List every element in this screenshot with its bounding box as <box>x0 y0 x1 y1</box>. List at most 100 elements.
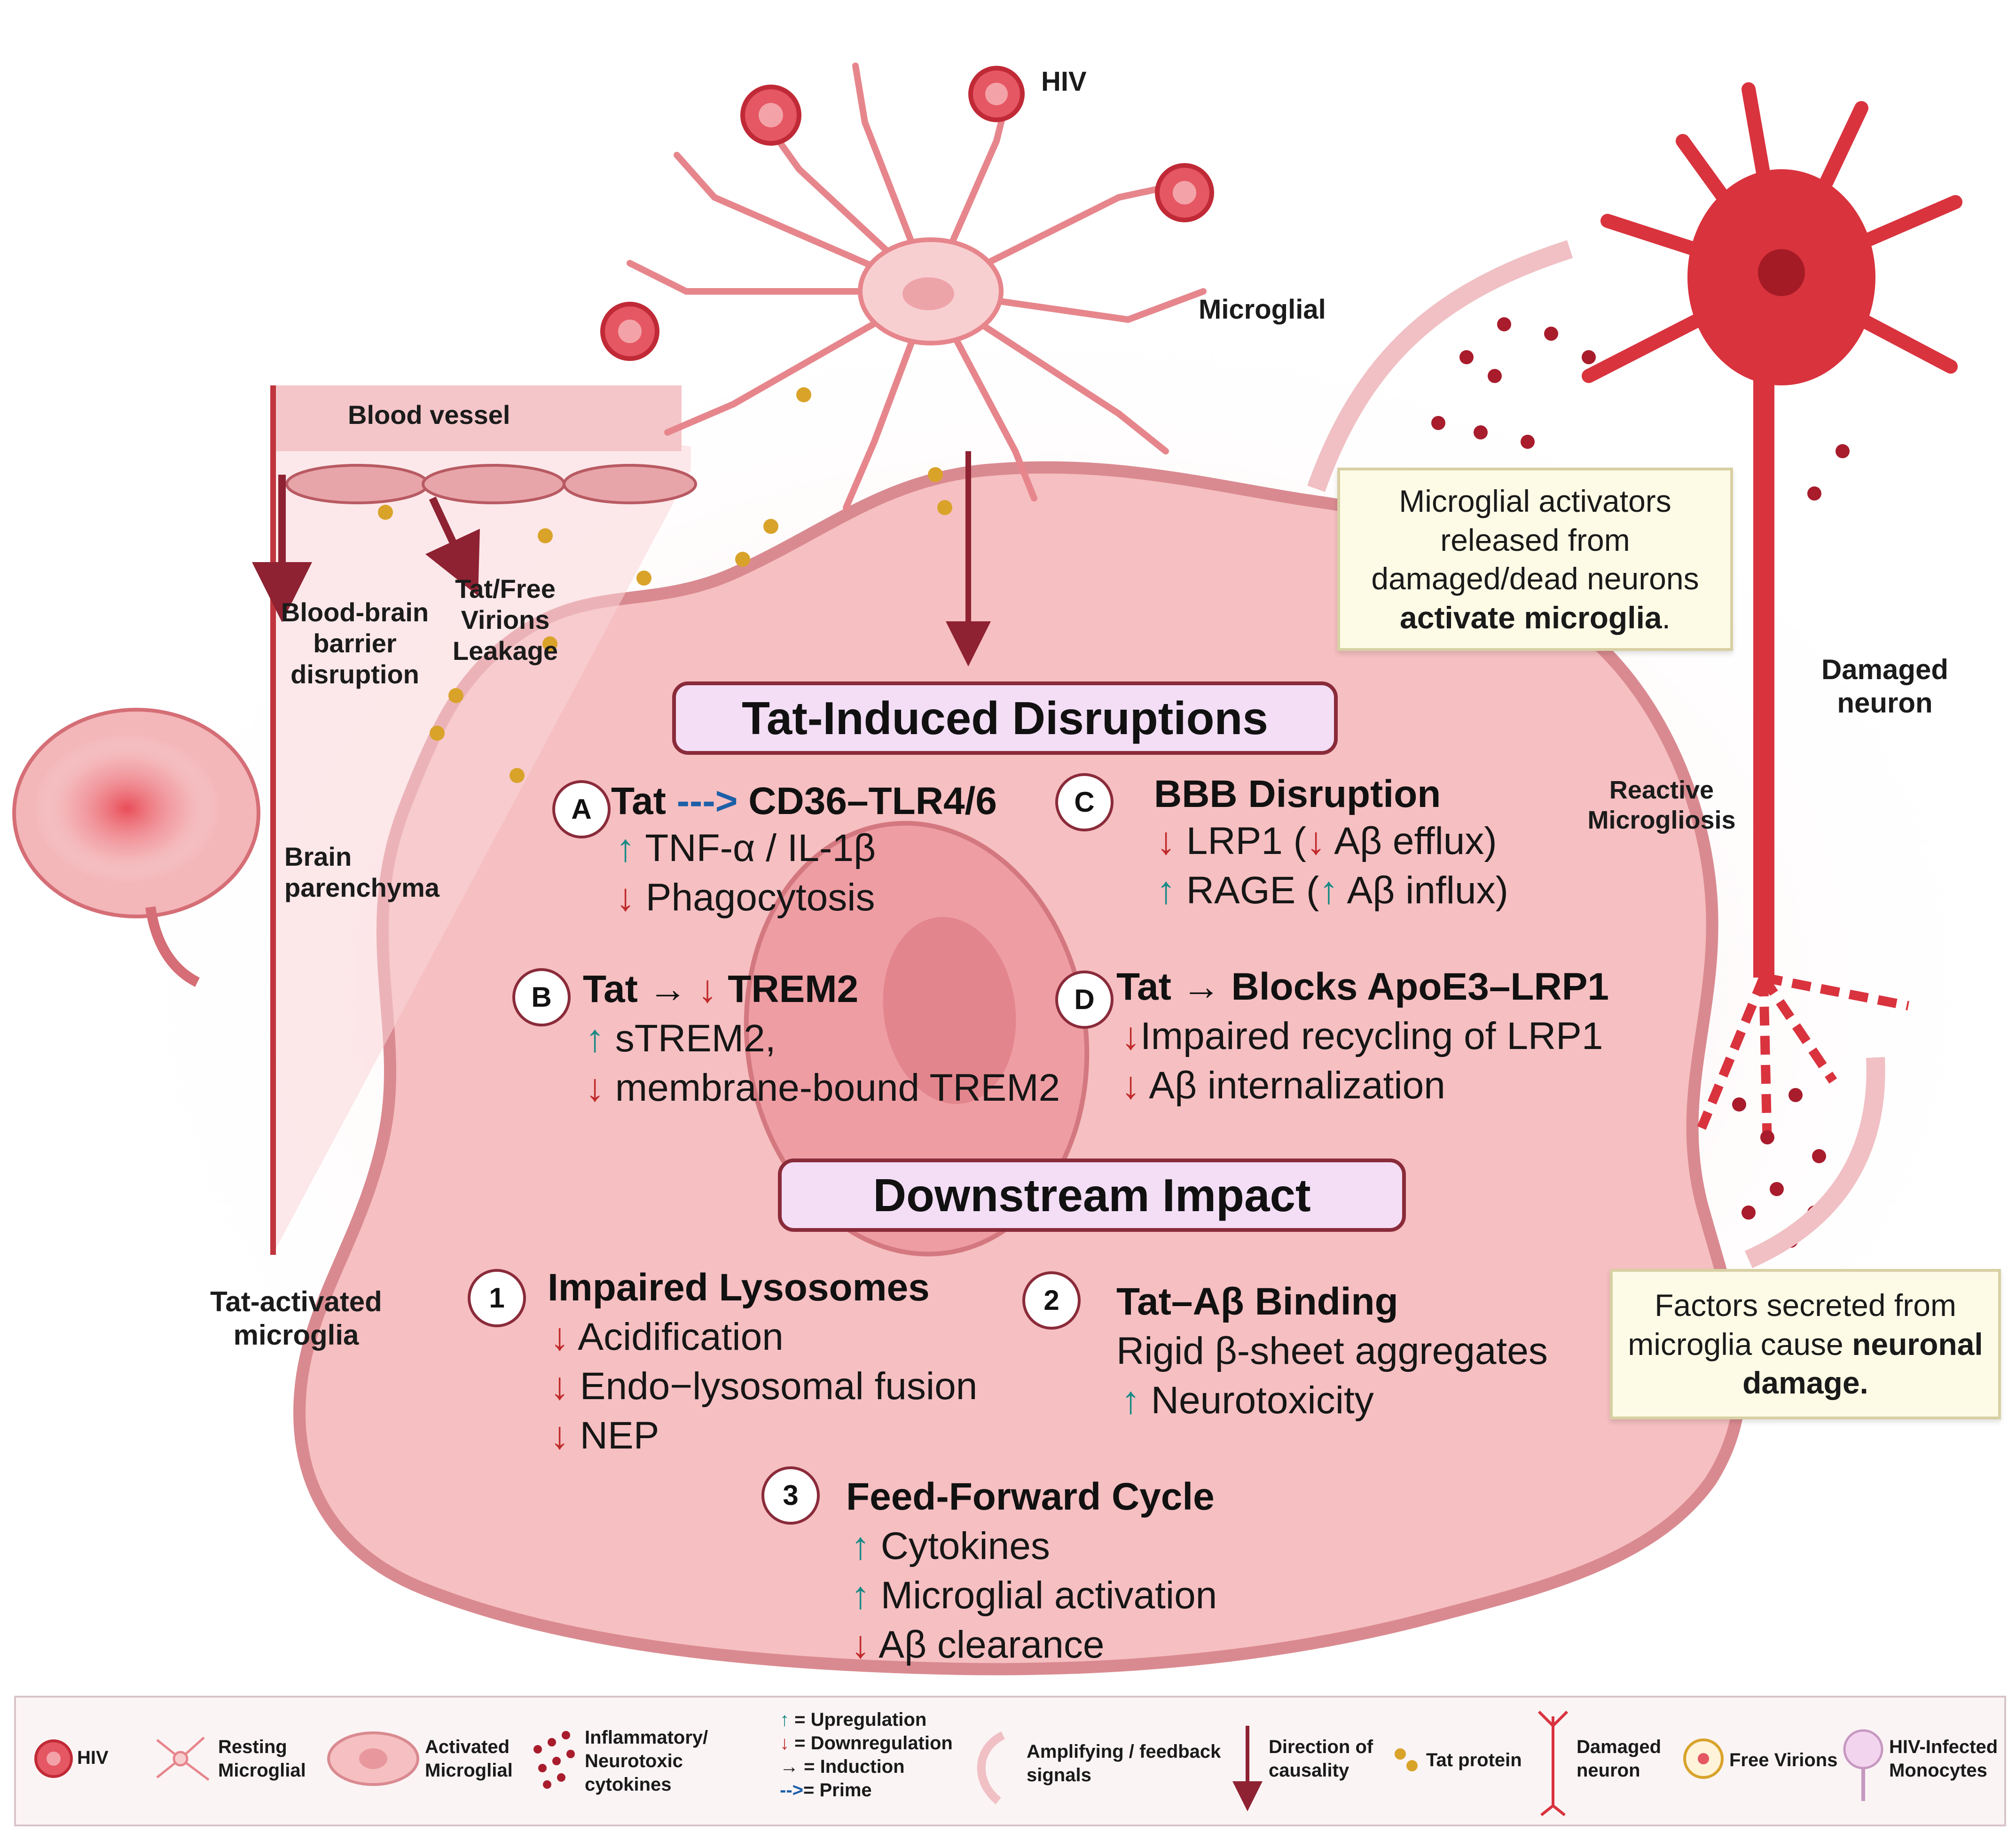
infected-monocyte-icon <box>1843 1729 1883 1801</box>
legend: HIV Resting Microglial Activated Microgl… <box>14 1696 2006 1826</box>
legend-activated: Activated Microglial <box>425 1737 513 1781</box>
c-line-2-b: Aβ influx) <box>1338 869 1508 912</box>
up-arrow-icon: ↑ <box>1121 1379 1140 1422</box>
legend-prime-text: = Prime <box>803 1780 872 1801</box>
two-line-2-text: Neurotoxicity <box>1140 1379 1374 1422</box>
activators-note-text: Microglial activators released from dama… <box>1371 484 1699 596</box>
up-arrow-icon: ↑ <box>1156 869 1176 912</box>
tat-protein-icon <box>1395 1748 1418 1771</box>
b-heading: Tat → ↓ TREM2 <box>583 968 858 1010</box>
three-heading: Feed-Forward Cycle <box>846 1475 1215 1518</box>
feedback-arrow-top <box>1307 240 1573 492</box>
prime-arrow-glyph: ---> <box>676 780 738 822</box>
brain-inflammation <box>33 733 221 884</box>
three-line-2-text: Microglial activation <box>870 1574 1217 1617</box>
three-line-1: ↑ Cytokines <box>851 1525 1050 1567</box>
down-arrow-icon: ↓ <box>550 1414 569 1457</box>
up-arrow-icon: ↑ <box>780 1709 789 1730</box>
one-line-2-text: Endo−lysosomal fusion <box>569 1365 978 1408</box>
legend-tat: Tat protein <box>1426 1750 1522 1770</box>
b-heading-pre: Tat → <box>583 968 698 1010</box>
c-line-1-a: LRP1 ( <box>1176 820 1306 862</box>
c-line-2: ↑ RAGE (↑ Aβ influx) <box>1156 869 1508 912</box>
resting-microglia-icon <box>156 1737 210 1781</box>
tat-protein-dots <box>378 387 952 783</box>
hiv-label: HIV <box>1041 66 1087 97</box>
damaged-neuron-label: Damaged neuron <box>1821 654 1949 719</box>
badge-b: B <box>512 968 571 1026</box>
down-arrow-icon: ↓ <box>616 876 635 919</box>
endothelial-cell <box>563 464 697 504</box>
free-virion-icon <box>1683 1738 1724 1779</box>
a-heading: Tat ---> CD36–TLR4/6 <box>611 780 997 822</box>
legend-hiv: HIV <box>77 1747 109 1768</box>
legend-damaged: Damaged neuron <box>1577 1737 1662 1781</box>
legend-amplifying: Amplifying / feedback signals <box>1027 1741 1221 1785</box>
legend-prime: -->= Prime <box>780 1778 872 1802</box>
legend-induction: → = Induction <box>780 1755 905 1778</box>
legend-cytokines: Inflammatory/ Neurotoxic cytokines <box>585 1727 708 1795</box>
a-line-2-text: Phagocytosis <box>635 876 875 919</box>
blood-vessel-label: Blood vessel <box>348 400 510 430</box>
a-line-1-text: TNF-α / IL-1β <box>635 827 876 869</box>
damaged-neuron <box>1582 82 1962 1147</box>
factors-note-bold: neuronal damage. <box>1742 1326 1983 1401</box>
down-arrow-icon: ↓ <box>1121 1015 1140 1057</box>
endothelial-cell <box>422 464 565 504</box>
legend-up: ↑ = Upregulation <box>780 1708 926 1731</box>
down-arrow-icon: ↓ <box>585 1066 604 1109</box>
a-line-1: ↑ TNF-α / IL-1β <box>616 827 876 869</box>
hiv-virion <box>600 302 659 361</box>
leakage-label: Tat/Free Virions Leakage <box>452 574 558 666</box>
feedback-arrow-bottom <box>1744 1057 1885 1268</box>
c-line-1-b: Aβ efflux) <box>1326 820 1497 862</box>
activators-note-bold: activate microglia <box>1400 600 1662 635</box>
one-line-2: ↓ Endo−lysosomal fusion <box>550 1365 977 1408</box>
legend-causality: Direction of causality <box>1269 1737 1373 1781</box>
badge-c: C <box>1055 773 1114 831</box>
one-heading: Impaired Lysosomes <box>548 1266 930 1309</box>
badge-1: 1 <box>468 1269 526 1327</box>
down-arrow-icon: ↓ <box>550 1315 569 1358</box>
legend-virions: Free Virions <box>1729 1750 1838 1770</box>
brain-parenchyma-label: Brain parenchyma <box>284 842 439 903</box>
three-line-1-text: Cytokines <box>870 1525 1050 1567</box>
badge-3: 3 <box>761 1466 820 1525</box>
hiv-virion <box>1155 163 1214 222</box>
two-heading: Tat–Aβ Binding <box>1116 1280 1398 1323</box>
a-heading-pre: Tat <box>611 780 677 822</box>
badge-2: 2 <box>1022 1271 1081 1330</box>
down-arrow-icon: ↓ <box>1121 1064 1140 1107</box>
resting-microglia-nucleus <box>902 277 954 310</box>
legend-down-text: = Downregulation <box>794 1733 953 1754</box>
blood-vessel-band <box>273 385 682 451</box>
up-arrow-icon: ↑ <box>585 1017 604 1060</box>
downstream-impact-title: Downstream Impact <box>778 1159 1406 1232</box>
down-arrow-icon: ↓ <box>1156 820 1176 862</box>
factors-note: Factors secreted from microglia cause ne… <box>1610 1269 2001 1419</box>
two-line-1: Rigid β-sheet aggregates <box>1116 1330 1548 1372</box>
down-arrow-icon: ↓ <box>550 1365 569 1408</box>
d-line-1-text: Impaired recycling of LRP1 <box>1140 1015 1603 1057</box>
activated-microglia-icon <box>327 1731 419 1786</box>
d-line-2-text: Aβ internalization <box>1140 1064 1445 1107</box>
prime-arrow-icon: --> <box>780 1780 803 1801</box>
up-arrow-icon: ↑ <box>616 827 635 869</box>
up-arrow-icon: ↑ <box>1319 869 1339 912</box>
b-line-1: ↑ sTREM2, <box>585 1017 776 1060</box>
badge-d: D <box>1055 971 1114 1029</box>
cytokine-icon <box>533 1731 575 1789</box>
three-line-3: ↓ Aβ clearance <box>851 1623 1104 1666</box>
one-line-3: ↓ NEP <box>550 1414 659 1457</box>
one-line-3-text: NEP <box>569 1414 659 1457</box>
activators-note: Microglial activators released from dama… <box>1337 468 1733 651</box>
d-heading: Tat → Blocks ApoE3–LRP1 <box>1116 965 1609 1008</box>
inset-border <box>270 385 276 1255</box>
d-line-1: ↓Impaired recycling of LRP1 <box>1121 1015 1603 1057</box>
hiv-virion <box>740 85 801 146</box>
legend-monocytes: HIV-Infected Monocytes <box>1889 1737 1998 1781</box>
activators-note-end: . <box>1662 600 1671 635</box>
microglial-label: Microglial <box>1199 294 1326 325</box>
down-arrow-icon: ↓ <box>698 968 717 1010</box>
